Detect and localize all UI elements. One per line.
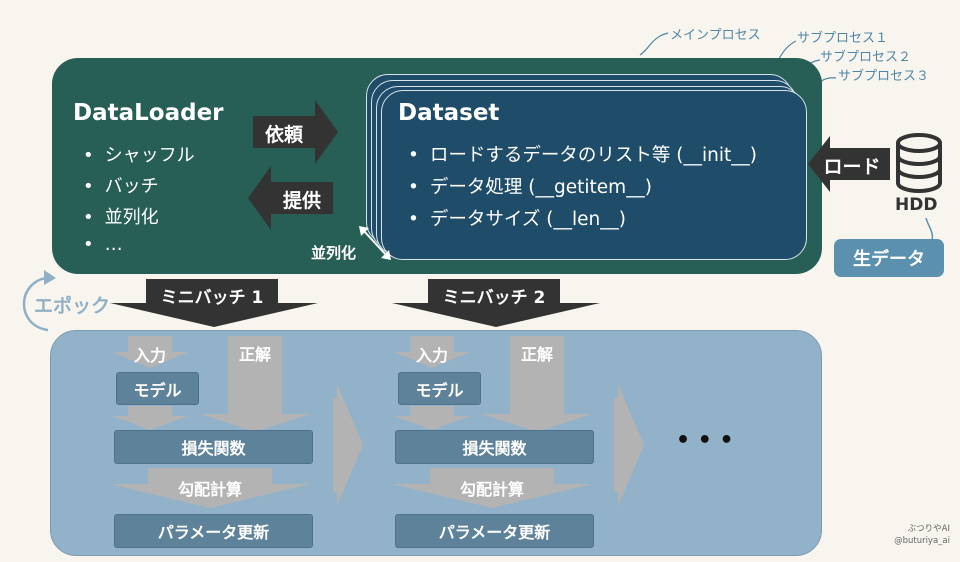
load-label: ロード <box>823 156 881 178</box>
dataloader-item-parallel: 並列化 <box>83 203 159 229</box>
hdd-icon <box>896 133 942 193</box>
provide-label: 提供 <box>282 190 321 212</box>
main-process-label: メインプロセス <box>670 28 761 43</box>
model-block-1: モデル <box>116 372 199 405</box>
model-block-2: モデル <box>398 372 481 405</box>
more-ellipsis: • • • <box>676 428 734 453</box>
flow-shapes-1 <box>110 336 310 508</box>
flow-shapes-2 <box>392 336 592 508</box>
parallel-label: 並列化 <box>311 244 357 262</box>
request-arrow <box>253 100 338 164</box>
loss-block-2: 損失関数 <box>395 430 594 464</box>
subprocess-2-label: サブプロセス２ <box>820 50 912 65</box>
dataloader-item-batch: バッチ <box>83 172 159 198</box>
subprocess-1-label: サブプロセス１ <box>797 31 889 46</box>
minibatch-2-label: ミニバッチ 2 <box>442 288 546 308</box>
dataloader-item-etc: … <box>83 234 123 255</box>
input-label-1: 入力 <box>133 346 166 365</box>
step-arrow-1 <box>333 384 363 506</box>
load-arrow <box>808 136 890 192</box>
dataset-title: Dataset <box>398 100 500 126</box>
hdd-label: HDD <box>895 195 938 215</box>
minibatch-2-arrow <box>392 279 600 327</box>
dataset-item-init: ロードするデータのリスト等 (__init__) <box>408 141 757 167</box>
epoch-label: エポック <box>34 295 111 317</box>
gradient-label-1: 勾配計算 <box>177 480 242 499</box>
credit-name: ぶつりやAI <box>907 524 950 534</box>
update-block-1: パラメータ更新 <box>114 514 313 548</box>
raw-data-box: 生データ <box>834 239 944 277</box>
raw-data-callout <box>925 218 934 241</box>
answer-label-2: 正解 <box>520 345 553 364</box>
step-arrow-2 <box>614 384 644 506</box>
answer-label-1: 正解 <box>238 345 271 364</box>
credit-handle: @buturiya_ai <box>894 536 950 546</box>
dataloader-item-shuffle: シャッフル <box>83 141 195 167</box>
minibatch-1-arrow <box>110 279 318 327</box>
dataset-item-getitem: データ処理 (__getitem__) <box>408 173 652 199</box>
update-block-2: パラメータ更新 <box>395 514 594 548</box>
subprocess-3-label: サブプロセス３ <box>838 69 930 84</box>
minibatch-1-label: ミニバッチ 1 <box>160 288 264 308</box>
dataloader-title: DataLoader <box>73 100 224 126</box>
request-label: 依頼 <box>264 124 303 146</box>
loss-block-1: 損失関数 <box>114 430 313 464</box>
provide-arrow <box>248 166 333 230</box>
epoch-loop-icon <box>22 270 56 332</box>
input-label-2: 入力 <box>415 346 448 365</box>
parallel-double-arrow-icon <box>359 226 391 260</box>
dataset-item-len: データサイズ (__len__) <box>408 205 626 231</box>
gradient-label-2: 勾配計算 <box>459 480 524 499</box>
